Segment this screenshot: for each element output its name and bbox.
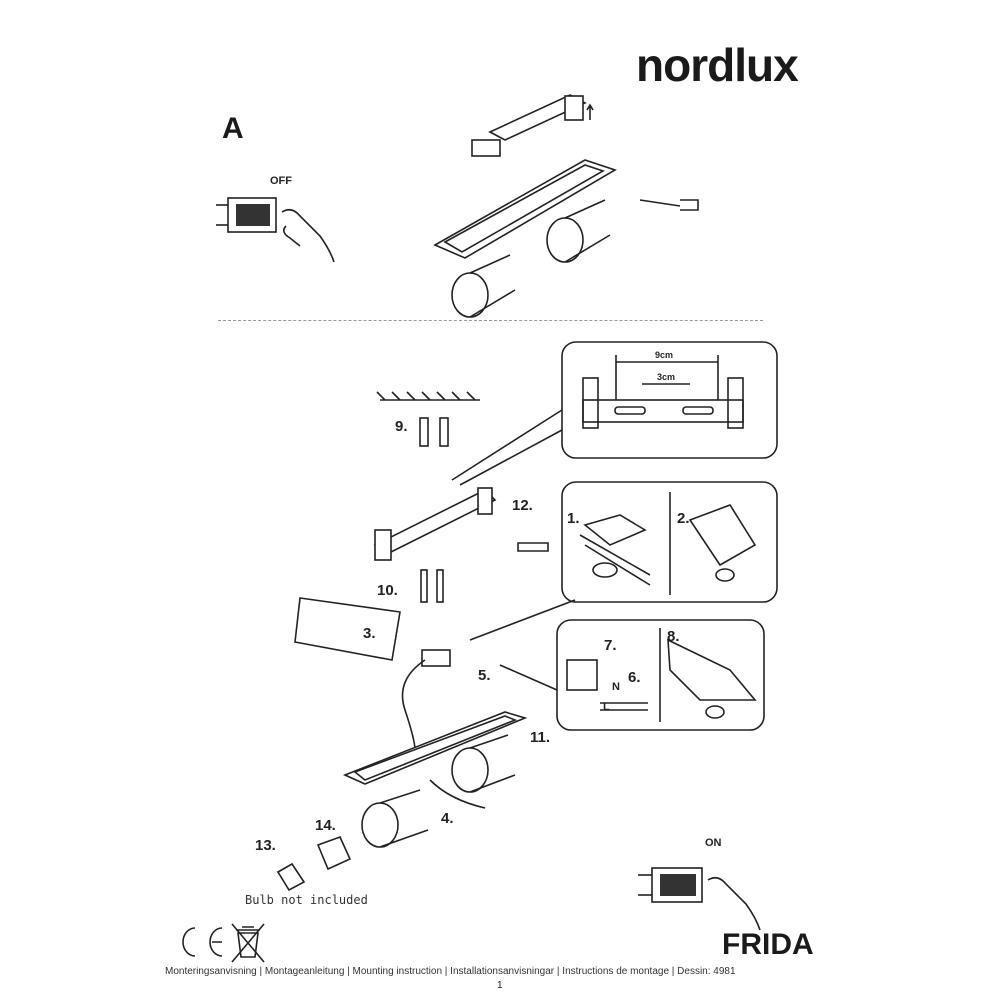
step-7-label: 7. — [604, 637, 617, 654]
outer-distance-label: 9cm — [655, 350, 673, 360]
bracket-detail-callout: 9cm 3cm — [451, 341, 778, 486]
step-10-label: 10. — [377, 582, 398, 599]
neutral-wire-label: N — [612, 681, 620, 693]
step-3-label: 3. — [363, 625, 376, 642]
bulb-not-included-note: Bulb not included — [245, 893, 368, 907]
ceiling-bracket-illustration — [373, 391, 549, 603]
fixture-top-illustration — [433, 94, 699, 318]
section-label: A — [222, 112, 244, 145]
inner-distance-label: 3cm — [657, 372, 675, 382]
step-11-label: 11. — [530, 729, 550, 746]
section-divider — [218, 320, 763, 321]
cover-plate-illustration — [294, 597, 451, 751]
weee-bin-icon — [231, 923, 265, 963]
off-label: OFF — [270, 175, 292, 187]
footer-text: Monteringsanvisning | Montageanleitung |… — [165, 966, 736, 977]
step-8-label: 8. — [667, 628, 680, 645]
switch-off-illustration: OFF — [216, 175, 335, 263]
step-4-label: 4. — [441, 810, 454, 827]
on-label: ON — [705, 837, 722, 849]
step-12-label: 12. — [512, 497, 533, 514]
step-14-label: 14. — [315, 817, 336, 834]
connection-detail-callout-6-8 — [499, 619, 765, 731]
product-name: FRIDA — [722, 928, 814, 961]
step-2-label: 2. — [677, 510, 690, 527]
step-5-label: 5. — [478, 667, 491, 684]
step-1-label: 1. — [567, 510, 580, 527]
live-wire-label: L — [603, 701, 610, 713]
step-6-label: 6. — [628, 669, 641, 686]
fixture-main-illustration — [276, 711, 528, 892]
switch-on-illustration: ON — [638, 837, 761, 931]
page-number: 1 — [497, 980, 503, 991]
nordlux-logo: nordlux — [636, 39, 799, 91]
ce-mark — [182, 927, 223, 957]
step-13-label: 13. — [255, 837, 276, 854]
step-9-label: 9. — [395, 418, 408, 435]
connection-detail-callout-1-2 — [469, 481, 778, 641]
